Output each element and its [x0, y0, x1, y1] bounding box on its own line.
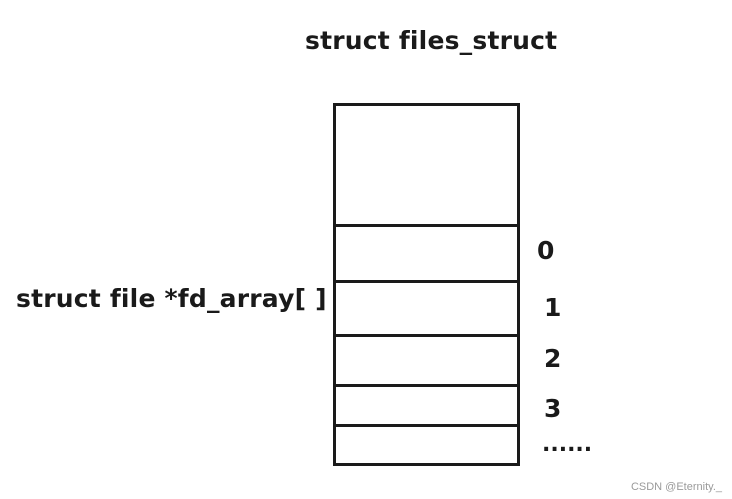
slot-index-0: 0: [537, 236, 555, 265]
fd-array-label: struct file *fd_array[ ]: [16, 284, 327, 313]
files-struct-box: [333, 103, 520, 466]
slot-divider-3: [336, 424, 517, 427]
continuation-dots: ......: [542, 432, 593, 457]
slot-divider-header: [336, 224, 517, 227]
watermark: CSDN @Eternity._: [630, 481, 722, 493]
slot-divider-0: [336, 280, 517, 283]
slot-index-2: 2: [544, 344, 562, 373]
slot-index-3: 3: [544, 394, 562, 423]
diagram-title: struct files_struct: [305, 26, 558, 55]
slot-divider-1: [336, 334, 517, 337]
slot-divider-2: [336, 384, 517, 387]
slot-index-1: 1: [544, 293, 562, 322]
